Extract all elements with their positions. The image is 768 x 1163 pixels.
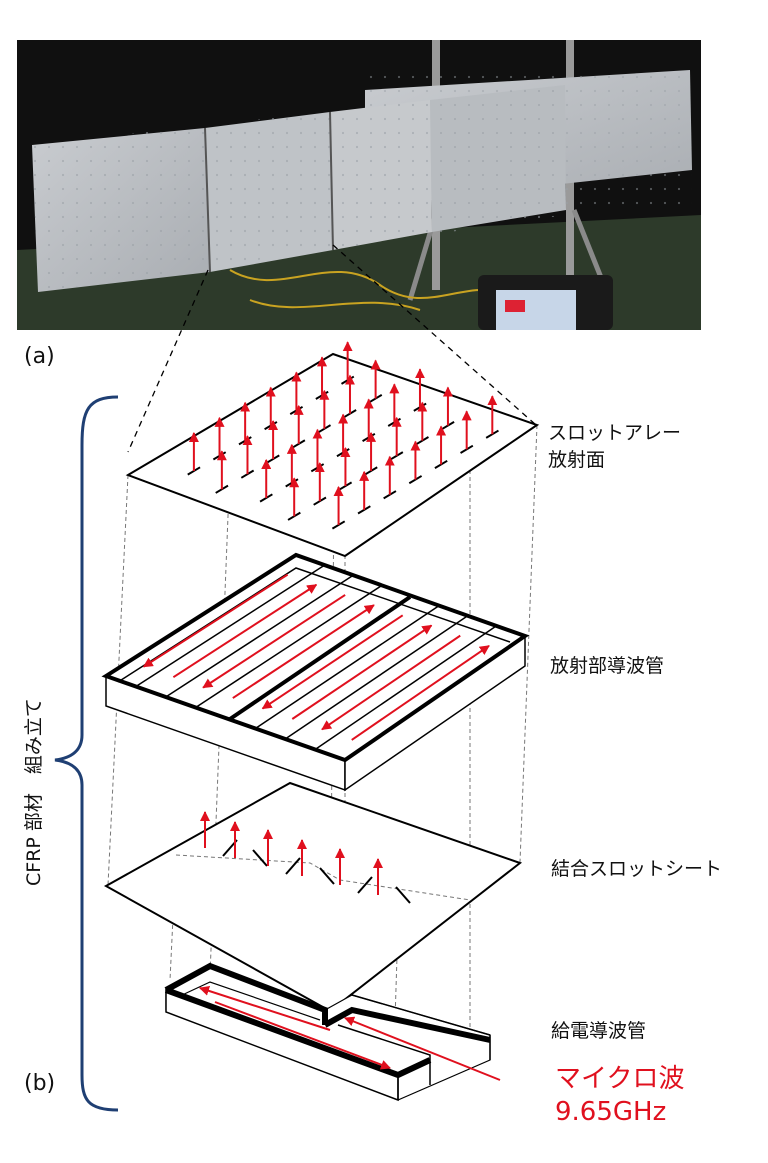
slot-array-plane xyxy=(125,341,540,558)
slot xyxy=(434,459,448,469)
coupling-slot-sheet xyxy=(103,781,523,1013)
projection-line-left xyxy=(127,269,209,453)
channel-wall xyxy=(165,574,354,698)
slot xyxy=(460,444,474,454)
slot xyxy=(259,493,273,503)
panel-label-a: (a) xyxy=(24,344,55,369)
coupling-slot xyxy=(252,849,268,867)
feed-arrow xyxy=(214,1001,391,1070)
radiation-arrows xyxy=(188,341,498,525)
waveguide-arrow xyxy=(351,644,490,741)
waveguide-arrow xyxy=(261,614,404,710)
slot xyxy=(485,429,499,439)
label-radiating-waveguide: 放射部導波管 xyxy=(550,655,664,677)
channel-wall xyxy=(284,615,469,740)
antenna-photo xyxy=(17,40,701,330)
slot xyxy=(357,505,371,515)
feed-arrow xyxy=(199,986,331,1031)
channel-wall xyxy=(195,584,383,709)
channel-wall xyxy=(314,625,497,751)
panel-label-b: (b) xyxy=(24,1071,55,1096)
waveguide-arrow xyxy=(202,594,346,689)
label-coupling-slot-sheet: 結合スロットシート xyxy=(551,858,722,880)
slot xyxy=(383,490,397,500)
coupling-slot xyxy=(319,867,335,885)
feed-waveguide xyxy=(164,962,501,1102)
radiating-waveguide-box xyxy=(101,552,530,792)
label-slot-array-line2: 放射面 xyxy=(548,449,605,471)
coupling-slot xyxy=(285,857,301,875)
coupling-slot xyxy=(395,886,411,904)
slot xyxy=(408,475,423,485)
label-frequency: 9.65GHz xyxy=(555,1097,666,1127)
slot xyxy=(187,466,201,476)
channel-wall xyxy=(135,564,326,688)
waveguide-arrow xyxy=(291,624,433,720)
waveguide-arrow xyxy=(232,604,375,699)
waveguide-arrow xyxy=(172,583,318,679)
side-label-cfrp: CFRP 部材 組み立て xyxy=(23,698,45,886)
label-feed-waveguide: 給電導波管 xyxy=(551,1020,646,1042)
coupling-slot xyxy=(357,876,373,894)
channel-wall xyxy=(254,605,440,730)
waveguide-arrow xyxy=(142,573,289,668)
assembly-bracket xyxy=(54,395,119,1112)
label-microwave: マイクロ波 xyxy=(555,1064,684,1094)
feed-input-arrow xyxy=(344,1016,501,1081)
label-slot-array-line1: スロットアレー xyxy=(548,422,681,444)
projection-line-right xyxy=(332,244,537,426)
waveguide-arrow xyxy=(321,634,461,731)
